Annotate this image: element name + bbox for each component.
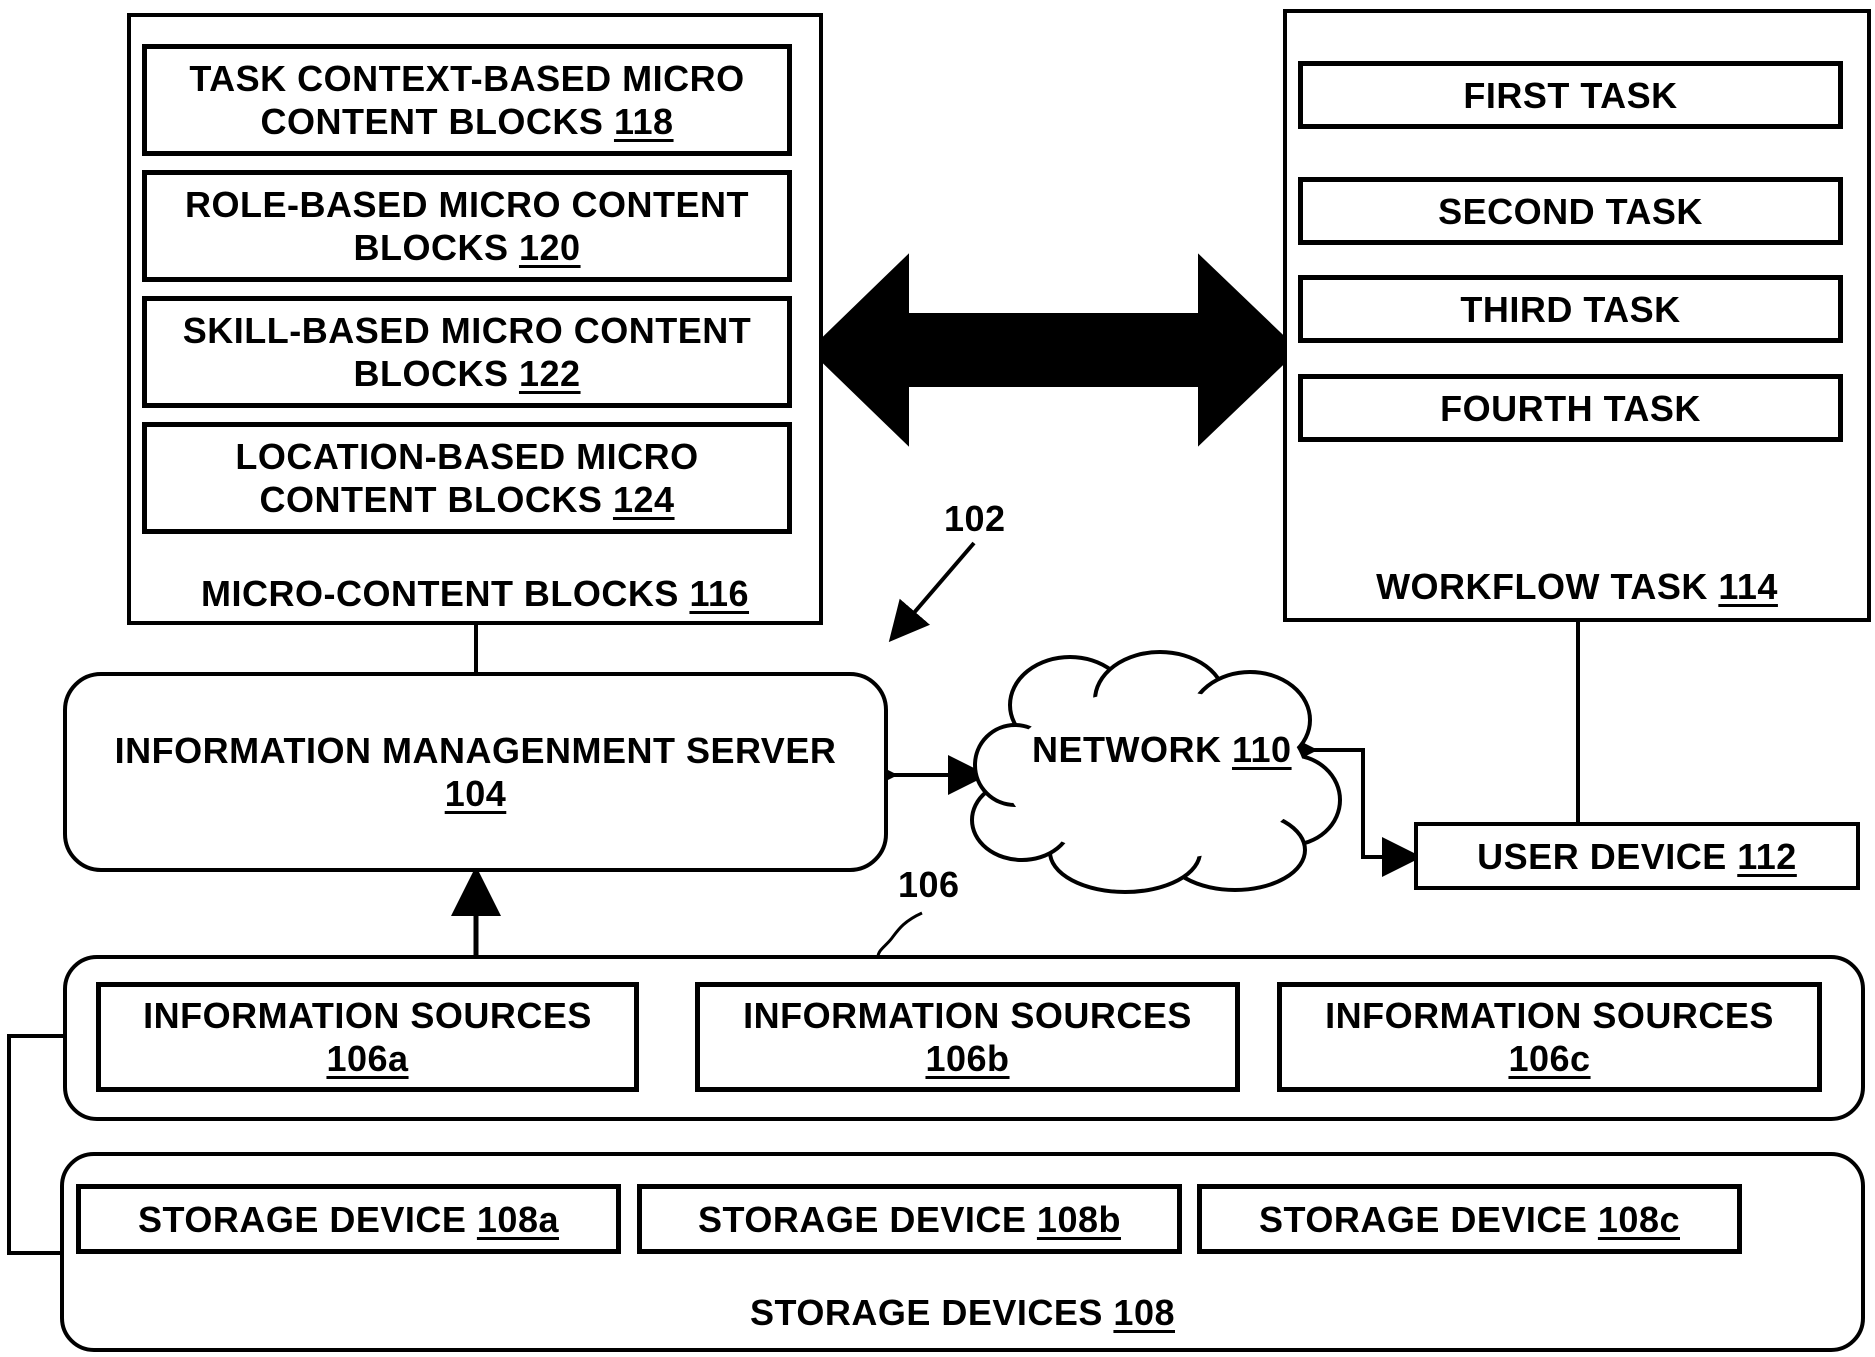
source-ref: 106c (1508, 1038, 1591, 1079)
micro-content-blocks-title: MICRO-CONTENT BLOCKS 116 (131, 572, 819, 615)
sources-storage-bracket (7, 1034, 63, 1255)
task-label: SECOND TASK (1438, 190, 1703, 232)
block-label-line2: CONTENT BLOCKS (260, 101, 604, 142)
source-ref: 106a (326, 1038, 409, 1079)
block-label-line1: LOCATION-BASED MICRO (235, 436, 699, 477)
network-label-text: NETWORK (1032, 729, 1222, 770)
storage-title-text: STORAGE DEVICES (749, 1292, 1103, 1333)
information-source-box-b: INFORMATION SOURCES 106b (695, 982, 1240, 1092)
network-ref: 110 (1232, 729, 1292, 770)
first-task-box: FIRST TASK (1298, 61, 1843, 129)
workflow-task-title: WORKFLOW TASK 114 (1287, 565, 1867, 608)
block-label-line1: SKILL-BASED MICRO CONTENT (182, 310, 752, 351)
source-label: INFORMATION SOURCES (143, 995, 592, 1036)
storage-device-label: STORAGE DEVICE (698, 1198, 1027, 1240)
task-label: FIRST TASK (1463, 74, 1678, 116)
information-source-box-c: INFORMATION SOURCES 106c (1277, 982, 1822, 1092)
source-label: INFORMATION SOURCES (1325, 995, 1774, 1036)
storage-device-ref: 108b (1036, 1198, 1121, 1240)
storage-device-label: STORAGE DEVICE (1258, 1198, 1588, 1240)
block-label-line2: CONTENT BLOCKS (259, 479, 603, 520)
sources-ref-label: 106 (898, 864, 960, 905)
block-ref: 124 (612, 479, 675, 520)
server-label: INFORMATION MANAGENMENT SERVER (114, 730, 837, 771)
storage-device-box-a: STORAGE DEVICE 108a (76, 1184, 621, 1254)
task-label: FOURTH TASK (1440, 387, 1701, 429)
task-label: THIRD TASK (1460, 288, 1681, 330)
network-user-device-arrow (1278, 730, 1422, 877)
user-device-box: USER DEVICE 112 (1414, 822, 1860, 890)
block-label-line2: BLOCKS (353, 353, 509, 394)
block-label-line1: TASK CONTEXT-BASED MICRO (189, 58, 745, 99)
storage-device-box-b: STORAGE DEVICE 108b (637, 1184, 1182, 1254)
location-based-blocks-box: LOCATION-BASED MICRO CONTENT BLOCKS 124 (142, 422, 792, 534)
workflow-ref: 114 (1718, 566, 1778, 607)
micro-content-title-text: MICRO-CONTENT BLOCKS (200, 573, 679, 614)
sources-ref-leader (876, 911, 923, 958)
micro-content-ref: 116 (689, 573, 750, 614)
storage-device-ref: 108a (476, 1198, 559, 1240)
information-management-server-box: INFORMATION MANAGENMENT SERVER 104 (63, 672, 888, 872)
system-ref-pointer-arrow (888, 541, 976, 643)
storage-ref: 108 (1113, 1292, 1175, 1333)
block-ref: 122 (518, 353, 581, 394)
server-ref: 104 (444, 773, 507, 814)
block-ref: 120 (518, 227, 581, 268)
source-ref: 106b (925, 1038, 1010, 1079)
second-task-box: SECOND TASK (1298, 177, 1843, 245)
bidirectional-exchange-arrow (809, 253, 1299, 447)
storage-device-label: STORAGE DEVICE (137, 1198, 467, 1240)
workflow-title-text: WORKFLOW TASK (1376, 566, 1708, 607)
storage-device-box-c: STORAGE DEVICE 108c (1197, 1184, 1742, 1254)
source-label: INFORMATION SOURCES (743, 995, 1192, 1036)
role-based-blocks-box: ROLE-BASED MICRO CONTENT BLOCKS 120 (142, 170, 792, 282)
information-source-box-a: INFORMATION SOURCES 106a (96, 982, 639, 1092)
third-task-box: THIRD TASK (1298, 275, 1843, 343)
block-label-line2: BLOCKS (353, 227, 509, 268)
skill-based-blocks-box: SKILL-BASED MICRO CONTENT BLOCKS 122 (142, 296, 792, 408)
storage-device-ref: 108c (1597, 1198, 1680, 1240)
block-ref: 118 (613, 101, 674, 142)
network-label: NETWORK 110 (1032, 728, 1292, 771)
block-label-line1: ROLE-BASED MICRO CONTENT (185, 184, 749, 225)
system-ref-label: 102 (944, 498, 1006, 539)
task-context-blocks-box: TASK CONTEXT-BASED MICRO CONTENT BLOCKS … (142, 44, 792, 156)
fourth-task-box: FOURTH TASK (1298, 374, 1843, 442)
user-device-label: USER DEVICE (1477, 835, 1727, 877)
storage-devices-title: STORAGE DEVICES 108 (64, 1291, 1861, 1334)
user-device-ref: 112 (1737, 835, 1797, 877)
